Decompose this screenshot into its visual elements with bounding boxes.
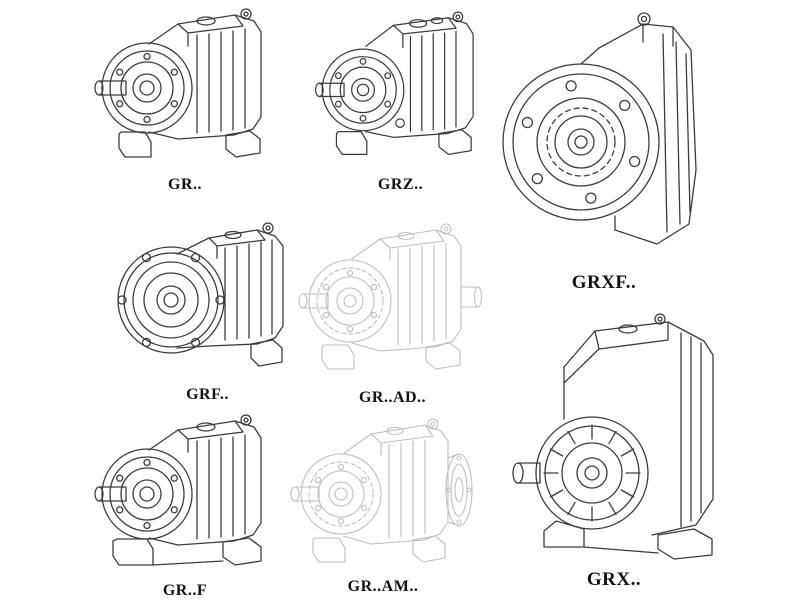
grf-gearbox-drawing	[117, 222, 284, 367]
figure-grz-label: GRZ..	[377, 176, 424, 193]
gr-gearbox-drawing	[94, 8, 262, 158]
figure-gr-f-label: GR..F	[162, 582, 208, 599]
figure-grx: GRX..	[500, 305, 728, 591]
gr-ad-gearbox-drawing	[298, 223, 483, 370]
grxf-gearbox-drawing	[502, 12, 697, 245]
figure-grxf-label: GRXF..	[571, 272, 637, 293]
figure-gr-f: GR..F	[80, 408, 290, 600]
figure-gr-am: GR..AM..	[283, 410, 483, 596]
grx-gearbox-drawing	[512, 313, 714, 560]
gr-am-gearbox-drawing	[290, 418, 473, 563]
figure-grz: GRZ..	[308, 2, 493, 194]
figure-gr-ad-label: GR..AD..	[358, 389, 427, 406]
figure-grx-label: GRX..	[586, 569, 642, 590]
grz-gearbox-drawing	[314, 11, 474, 156]
figure-grf-label: GRF..	[186, 386, 229, 403]
figure-grf: GRF..	[105, 212, 310, 404]
figure-grxf: GRXF..	[495, 2, 713, 294]
gr-f-gearbox-drawing	[94, 414, 262, 566]
figure-gr-label: GR..	[168, 176, 202, 193]
figure-gr-ad: GR..AD..	[290, 215, 495, 407]
figure-gr: GR..	[80, 2, 290, 194]
figure-gr-am-label: GR..AM..	[347, 578, 419, 595]
